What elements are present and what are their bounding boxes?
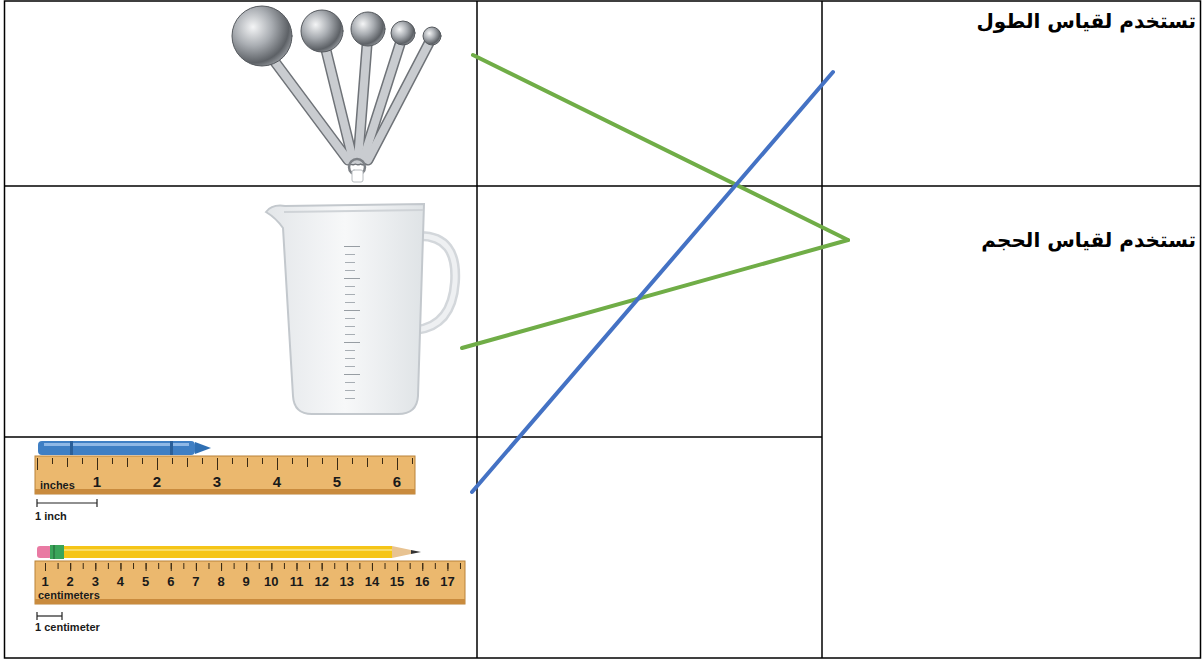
ruler-caption: inches — [40, 479, 75, 491]
ruler-number: 16 — [415, 575, 429, 588]
ruler-number: 6 — [167, 575, 174, 588]
ruler-number: 3 — [213, 474, 221, 489]
measuring-spoons-picture — [232, 6, 441, 182]
ruler-number: 2 — [67, 575, 74, 588]
inch-bracket — [37, 499, 97, 507]
usage-text-cell: تستخدم لقياس الطول — [833, 5, 1198, 80]
measuring-spoons-cell — [225, 5, 473, 183]
ruler-number: 12 — [314, 575, 328, 588]
ruler-number: 10 — [264, 575, 278, 588]
usage-text-cell: تستخدم لقياس الحجم — [848, 222, 1198, 262]
matching-line — [473, 55, 848, 240]
ruler-number: 13 — [340, 575, 354, 588]
centimeter-bracket — [37, 612, 62, 620]
ruler-caption: 1 inch — [35, 510, 67, 522]
pencil-picture — [37, 545, 421, 559]
ruler-cell: inches 1 inch centimeters 1 centimeter — [30, 440, 472, 650]
usage-caption: تستخدم لقياس الحجم — [981, 228, 1196, 252]
table-grid — [5, 1, 1201, 658]
matching-line — [462, 240, 848, 348]
centimeter-ruler-picture — [35, 561, 465, 604]
ruler-number: 1 — [41, 575, 48, 588]
ruler-number: 3 — [92, 575, 99, 588]
ruler-number: 2 — [153, 474, 161, 489]
ruler-number: 8 — [217, 575, 224, 588]
ruler-number: 9 — [243, 575, 250, 588]
ruler-caption: 1 centimeter — [35, 621, 100, 633]
ruler-number: 5 — [142, 575, 149, 588]
inch-ruler-picture — [35, 456, 415, 494]
ruler-number: 5 — [333, 474, 341, 489]
measuring-jug-picture — [266, 204, 455, 414]
ruler-caption: centimeters — [38, 589, 100, 601]
ruler-number: 7 — [192, 575, 199, 588]
ruler-number: 4 — [117, 575, 124, 588]
ruler-number: 14 — [365, 575, 379, 588]
measuring-jug-cell — [262, 198, 462, 426]
ruler-number: 15 — [390, 575, 404, 588]
crayon-picture — [38, 441, 211, 455]
usage-caption: تستخدم لقياس الطول — [977, 9, 1197, 33]
ruler-number: 4 — [273, 474, 281, 489]
ruler-number: 17 — [440, 575, 454, 588]
ruler-number: 6 — [393, 474, 401, 489]
ruler-number: 1 — [93, 474, 101, 489]
matching-line — [472, 72, 833, 492]
ruler-number: 11 — [290, 575, 304, 588]
